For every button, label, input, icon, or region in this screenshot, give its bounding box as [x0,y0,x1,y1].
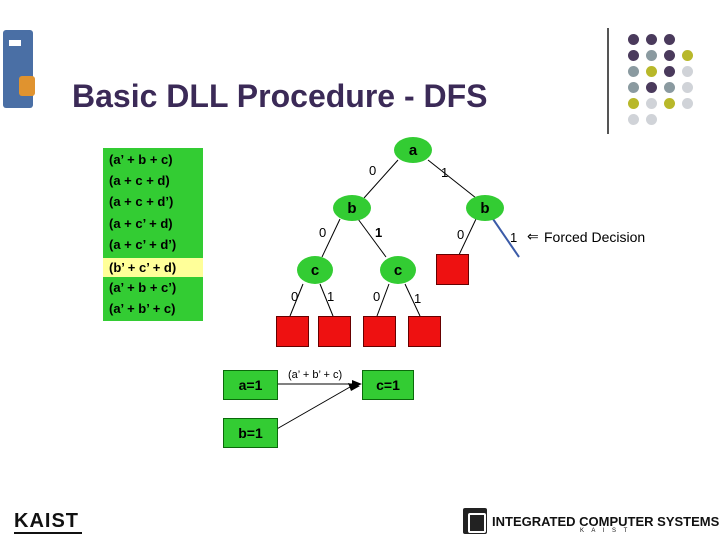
decorative-dot [628,34,639,45]
node-a: a [394,137,432,163]
decorative-dot [646,50,657,61]
forced-decision-arrow-icon: ⇐ [527,228,539,244]
decorative-dot [682,98,693,109]
decorative-dot [682,82,693,93]
node-b-left: b [333,195,371,221]
clause-item: (a + c + d’) [109,194,174,209]
decorative-dot [646,66,657,77]
edge-a-left [363,159,399,199]
lab-subtitle: K A I S T [580,528,631,534]
edge-label-rc-left: 0 [373,289,381,304]
edge-lc-right [319,283,334,317]
clause-item: (a’ + b + c’) [109,280,177,295]
edge-label-lc-left: 0 [291,289,299,304]
clause-item: (a + c + d) [109,173,170,188]
decorative-dot [646,82,657,93]
edge-rc-right [404,283,421,317]
clause-item-highlighted: (b’ + c’ + d) [103,258,203,277]
edge-lb-right [357,218,387,258]
decorative-dot [664,82,675,93]
edge-label-a-right: 1 [441,165,449,180]
decorative-dot [646,98,657,109]
decorative-dot [628,66,639,77]
implication-edge-label: (a’ + b’ + c) [288,369,343,381]
decorative-dot [628,82,639,93]
edge-label-rb-left: 0 [457,227,465,242]
decorative-dot [664,98,675,109]
edge-lc-left [289,283,304,317]
leaf-conflict [276,316,309,347]
leaf-conflict [318,316,351,347]
clause-item: (a’ + b’ + c) [109,301,176,316]
slide-title: Basic DLL Procedure - DFS [72,78,488,114]
title-divider-line [607,28,609,134]
decorative-dot [664,34,675,45]
kaist-logo: KAIST [14,510,79,532]
decorative-dot [646,34,657,45]
edge-rc-left [376,283,390,317]
edge-lb-left [321,218,341,258]
decorative-dot [628,98,639,109]
node-c-left: c [297,256,333,284]
decorative-dot [664,66,675,77]
implication-node-c: c=1 [362,370,414,400]
edge-a-right [427,159,477,199]
edge-label-a-left: 0 [369,163,377,178]
node-b-right: b [466,195,504,221]
edge-label-lc-right: 1 [327,289,335,304]
clause-item: (a + c’ + d’) [109,237,177,252]
edge-label-rb-right: 1 [510,230,518,245]
decorative-dot [628,114,639,125]
decorative-dot [628,50,639,61]
corner-logo-icon [3,30,35,108]
clause-list: (a’ + b + c) (a + c + d) (a + c + d’) (a… [103,148,203,321]
leaf-conflict [408,316,441,347]
decorative-dot-grid [0,0,720,140]
edge-label-lb-right: 1 [375,225,383,240]
implication-node-a: a=1 [223,370,278,400]
leaf-conflict [363,316,396,347]
edge-label-rc-right: 1 [414,291,422,306]
leaf-conflict [436,254,469,285]
implication-node-b: b=1 [223,418,278,448]
lab-logo-icon [463,508,487,534]
decorative-dot [664,50,675,61]
forced-decision-edge [492,218,520,258]
edge-label-lb-left: 0 [319,225,327,240]
clause-item: (a + c’ + d) [109,216,173,231]
lab-name: INTEGRATED COMPUTER SYSTEMS LAB [492,514,720,529]
clause-item: (a’ + b + c) [109,152,173,167]
node-c-right: c [380,256,416,284]
decorative-dot [682,50,693,61]
kaist-logo-underline [14,532,82,534]
edge-rb-left [457,218,477,258]
decorative-dot [646,114,657,125]
decorative-dot [682,66,693,77]
edge-b-to-c [274,386,351,431]
arrowhead-b-to-c [348,383,360,391]
forced-decision-label: Forced Decision [544,229,646,245]
